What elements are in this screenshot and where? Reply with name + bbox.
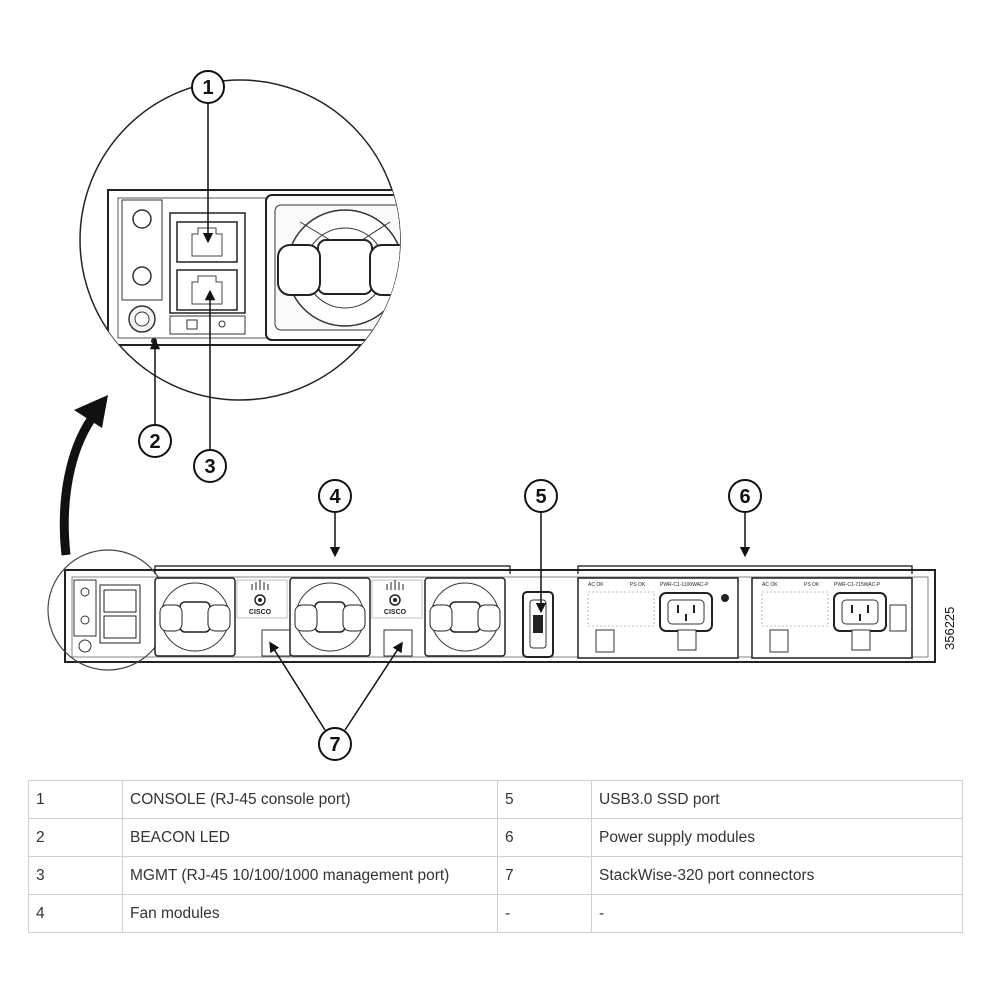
svg-text:AC OK: AC OK [762, 582, 778, 588]
svg-text:AC OK: AC OK [588, 582, 604, 588]
legend-table: 1 CONSOLE (RJ-45 console port) 5 USB3.0 … [28, 780, 963, 933]
callout-2: 2 [138, 338, 172, 458]
legend-description: Power supply modules [591, 818, 963, 857]
callout-1: 1 [191, 70, 225, 244]
beacon-led-icon [128, 305, 157, 344]
legend-description: Fan modules [122, 894, 498, 933]
power-supply-1: AC OK PS OK PWR-C1-1100WAC-P [577, 577, 739, 659]
legend-number: 2 [28, 818, 123, 857]
legend-row: 1 CONSOLE (RJ-45 console port) 5 USB3.0 … [28, 780, 963, 819]
svg-text:4: 4 [329, 486, 341, 508]
arrow-curve-icon [59, 395, 108, 556]
svg-text:5: 5 [535, 486, 546, 508]
legend-number: 4 [28, 894, 123, 933]
console-port-icon [176, 221, 238, 263]
legend-row: 2 BEACON LED 6 Power supply modules [28, 818, 963, 857]
svg-text:PWR-C1-1100WAC-P: PWR-C1-1100WAC-P [660, 582, 709, 588]
legend-row: 3 MGMT (RJ-45 10/100/1000 management por… [28, 856, 963, 895]
svg-text:7: 7 [329, 734, 340, 756]
svg-text:PWR-C1-715WAC-P: PWR-C1-715WAC-P [834, 582, 881, 588]
callout-7: 7 [269, 641, 403, 761]
legend-number: 3 [28, 856, 123, 895]
svg-text:CISCO: CISCO [249, 609, 272, 616]
legend-description: MGMT (RJ-45 10/100/1000 management port) [122, 856, 498, 895]
figure-id: 356225 [942, 607, 957, 650]
legend-number: 7 [497, 856, 592, 895]
mgmt-port-icon [176, 269, 238, 311]
legend-description: CONSOLE (RJ-45 console port) [122, 780, 498, 819]
fan-icon [265, 194, 400, 341]
legend-description: USB3.0 SSD port [591, 780, 963, 819]
legend-number: 1 [28, 780, 123, 819]
svg-text:2: 2 [149, 431, 160, 453]
zoom-detail [79, 79, 401, 401]
power-inlet-icon [659, 592, 713, 632]
legend-row: 4 Fan modules - - [28, 894, 963, 933]
legend-number: 5 [497, 780, 592, 819]
svg-text:PS OK: PS OK [804, 582, 820, 588]
callout-6: 6 [577, 479, 913, 574]
legend-description: BEACON LED [122, 818, 498, 857]
legend-number: 6 [497, 818, 592, 857]
svg-text:CISCO: CISCO [384, 609, 407, 616]
fan-module-3 [424, 577, 506, 657]
callout-4: 4 [154, 479, 511, 574]
switch-rear-panel-diagram: 1 2 3 [47, 70, 957, 761]
callout-5: 5 [524, 479, 558, 614]
power-supply-2: AC OK PS OK PWR-C1-715WAC-P [751, 577, 913, 659]
svg-text:PS OK: PS OK [630, 582, 646, 588]
svg-text:3: 3 [204, 456, 215, 478]
usb-port-icon [522, 591, 554, 658]
svg-text:6: 6 [739, 486, 750, 508]
legend-description: StackWise-320 port connectors [591, 856, 963, 895]
callout-3: 3 [193, 289, 227, 483]
fan-module-1 [154, 577, 236, 657]
fan-module-2 [289, 577, 371, 657]
legend-number: - [497, 894, 592, 933]
switch-chassis: CISCO CISCO [47, 549, 936, 671]
power-inlet-icon [833, 592, 887, 632]
legend-description: - [591, 894, 963, 933]
svg-text:1: 1 [202, 77, 213, 99]
